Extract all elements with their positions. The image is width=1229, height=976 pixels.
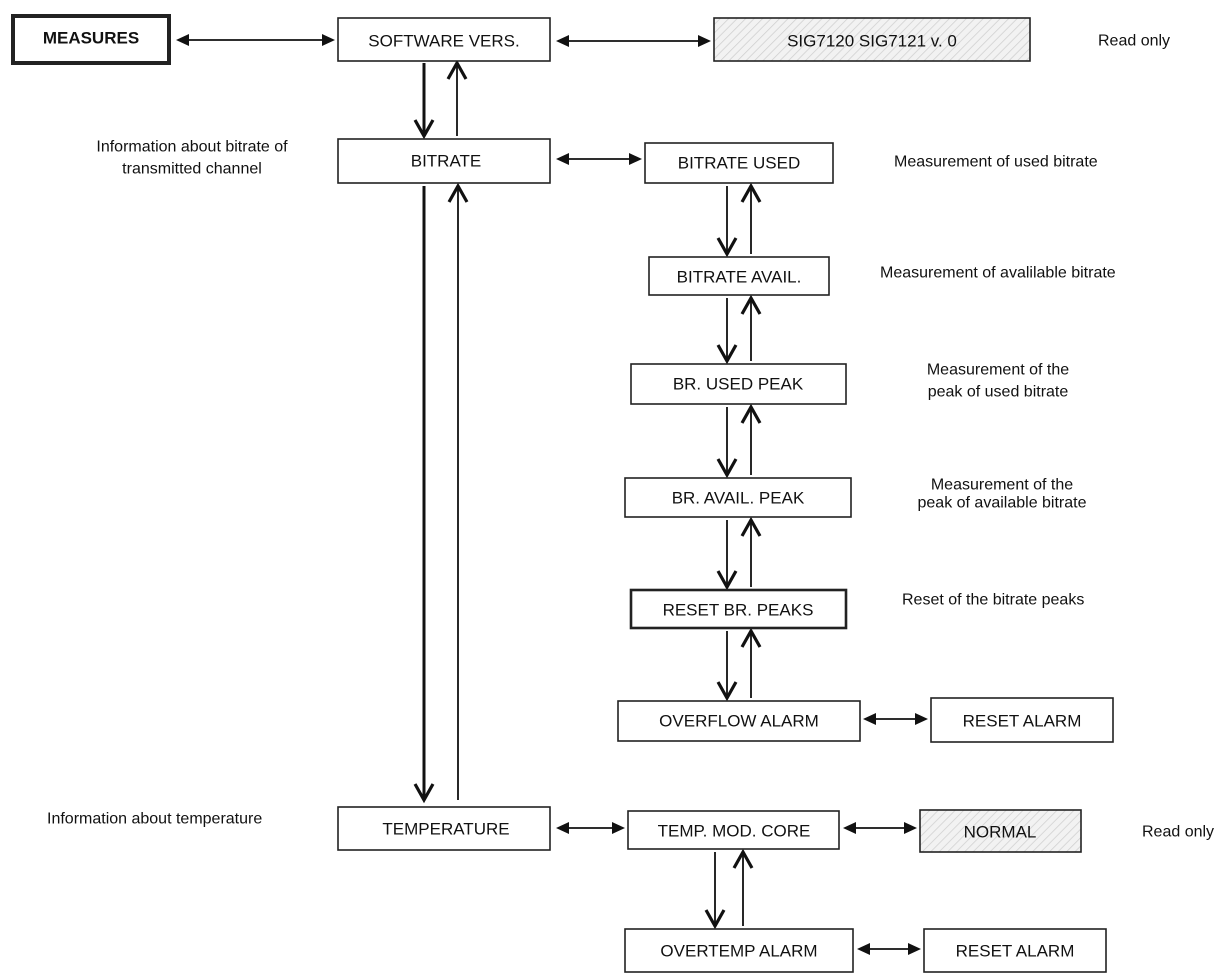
core-overtemp-arrows-down-head <box>704 909 726 930</box>
reset-br-peaks-box[interactable]: RESET BR. PEAKS <box>629 588 848 630</box>
br-used-peak-box[interactable]: BR. USED PEAK <box>630 363 847 405</box>
read-only-note-1: Read only <box>1098 33 1170 50</box>
software-value-arrow-left-head <box>556 35 569 47</box>
overflow-reset-arrow-left-head <box>863 713 876 725</box>
overflow-alarm-box[interactable]: OVERFLOW ALARM <box>617 700 861 742</box>
overtemp-alarm-box[interactable]: OVERTEMP ALARM <box>624 928 854 973</box>
reset-alarm-1-box[interactable]: RESET ALARM <box>930 697 1114 743</box>
used-avail-arrows-up-head <box>740 182 762 203</box>
avail-usedpeak-arrows-down-head <box>716 344 738 365</box>
bitrate-temperature-arrows-down-head <box>413 783 435 804</box>
used-bitrate-note: Measurement of used bitrate <box>894 154 1098 171</box>
bitrate-used-arrow-right-head <box>629 153 642 165</box>
overtemp-reset-arrow-right-head <box>908 943 921 955</box>
temp-mod-core-box[interactable]: TEMP. MOD. CORE <box>627 810 840 850</box>
reset-alarm-2-label: RESET ALARM <box>956 942 1075 961</box>
core-value-arrow-left-head <box>843 822 856 834</box>
bitrate-avail-label: BITRATE AVAIL. <box>677 268 802 287</box>
used-peak-note-line2: peak of used bitrate <box>928 384 1069 401</box>
software-vers-label: SOFTWARE VERS. <box>368 32 519 51</box>
overflow-reset-arrow-right-head <box>915 713 928 725</box>
measures-label: MEASURES <box>43 29 139 48</box>
reset-alarm-1-label: RESET ALARM <box>963 712 1082 731</box>
overtemp-alarm-label: OVERTEMP ALARM <box>660 942 817 961</box>
core-value-arrow-right-head <box>904 822 917 834</box>
used-avail-arrows-down-head <box>716 237 738 258</box>
reset-overflow-arrows-down-head <box>716 681 738 702</box>
bitrate-used-box[interactable]: BITRATE USED <box>644 142 834 184</box>
software-bitrate-arrows-up-head <box>446 59 468 80</box>
bitrate-label: BITRATE <box>411 152 482 171</box>
avail-peak-note-line1: Measurement of the <box>931 477 1073 494</box>
overtemp-reset-arrow-left-head <box>857 943 870 955</box>
reset-overflow-arrows-up-head <box>740 627 762 648</box>
availpeak-reset-arrows-up-head <box>740 516 762 537</box>
bitrate-temperature-arrows-up-head <box>447 182 469 203</box>
temperature-core-arrow-left-head <box>556 822 569 834</box>
avail-bitrate-note: Measurement of avalilable bitrate <box>880 265 1116 282</box>
reset-br-peaks-label: RESET BR. PEAKS <box>663 601 814 620</box>
measures-software-arrow-right-head <box>322 34 335 46</box>
avail-peak-note-line2: peak of available bitrate <box>918 495 1087 512</box>
usedpeak-availpeak-arrows-up-head <box>740 403 762 424</box>
overflow-alarm-label: OVERFLOW ALARM <box>659 712 819 731</box>
temperature-label: TEMPERATURE <box>382 820 509 839</box>
usedpeak-availpeak-arrows-down-head <box>716 458 738 479</box>
software-value-box: SIG7120 SIG7121 v. 0 <box>713 17 1031 62</box>
bitrate-info-line1: Information about bitrate of <box>96 139 288 156</box>
temp-mod-core-label: TEMP. MOD. CORE <box>658 822 811 841</box>
software-value-arrow-right-head <box>698 35 711 47</box>
software-bitrate-arrows-down-head <box>413 119 435 140</box>
used-peak-note-line1: Measurement of the <box>927 362 1069 379</box>
temp-value-label: NORMAL <box>964 823 1037 842</box>
core-overtemp-arrows-up-head <box>732 848 754 869</box>
temperature-box[interactable]: TEMPERATURE <box>337 806 551 851</box>
reset-peaks-note: Reset of the bitrate peaks <box>902 592 1084 609</box>
avail-usedpeak-arrows-up-head <box>740 294 762 315</box>
bitrate-avail-box[interactable]: BITRATE AVAIL. <box>648 256 830 296</box>
connectors <box>176 34 928 955</box>
software-value-label: SIG7120 SIG7121 v. 0 <box>787 32 957 51</box>
temperature-info-note: Information about temperature <box>47 811 262 828</box>
measures-software-arrow-left-head <box>176 34 189 46</box>
reset-alarm-2-box[interactable]: RESET ALARM <box>923 928 1107 973</box>
measures-box[interactable]: MEASURES <box>11 14 171 65</box>
br-used-peak-label: BR. USED PEAK <box>673 375 804 394</box>
temperature-core-arrow-right-head <box>612 822 625 834</box>
bitrate-used-label: BITRATE USED <box>678 154 800 173</box>
availpeak-reset-arrows-down-head <box>716 570 738 591</box>
bitrate-used-arrow-left-head <box>556 153 569 165</box>
read-only-note-2: Read only <box>1142 824 1214 841</box>
br-avail-peak-label: BR. AVAIL. PEAK <box>672 489 805 508</box>
software-vers-box[interactable]: SOFTWARE VERS. <box>337 17 551 62</box>
br-avail-peak-box[interactable]: BR. AVAIL. PEAK <box>624 477 852 518</box>
temp-value-box: NORMAL <box>919 809 1082 853</box>
bitrate-box[interactable]: BITRATE <box>337 138 551 184</box>
bitrate-info-line2: transmitted channel <box>122 161 262 178</box>
